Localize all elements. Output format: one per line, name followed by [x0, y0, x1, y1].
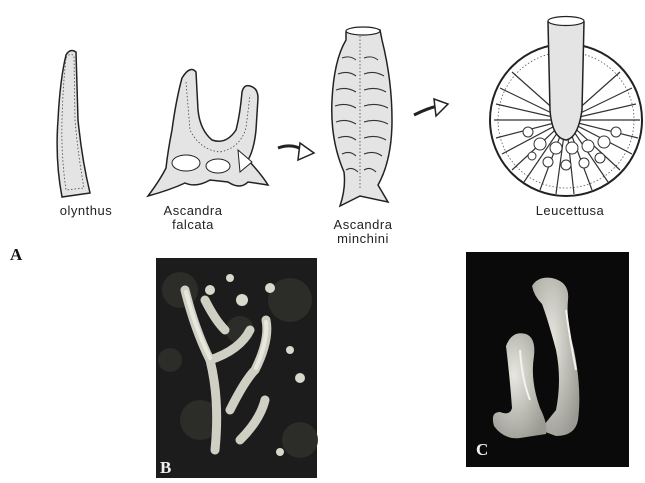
panel-letter-c: C — [476, 440, 488, 460]
label-ascandra-falcata-line2: falcata — [148, 218, 238, 232]
panel-letter-b: B — [160, 458, 171, 478]
olynthus-drawing — [57, 51, 90, 197]
transition-arrow-2 — [414, 99, 448, 120]
ascandra-falcata-drawing — [148, 70, 268, 196]
label-ascandra-minchini-line1: Ascandra — [318, 218, 408, 232]
label-ascandra-falcata-line1: Ascandra — [148, 204, 238, 218]
transition-arrow-1 — [278, 143, 314, 160]
leucettusa-drawing — [490, 17, 642, 197]
panel-letter-a: A — [10, 245, 22, 265]
photo-c — [466, 252, 629, 467]
label-ascandra-minchini-line2: minchini — [318, 232, 408, 246]
label-leucettusa: Leucettusa — [520, 204, 620, 218]
photo-b — [156, 258, 318, 478]
label-olynthus: olynthus — [46, 204, 126, 218]
ascandra-minchini-drawing — [332, 27, 392, 206]
